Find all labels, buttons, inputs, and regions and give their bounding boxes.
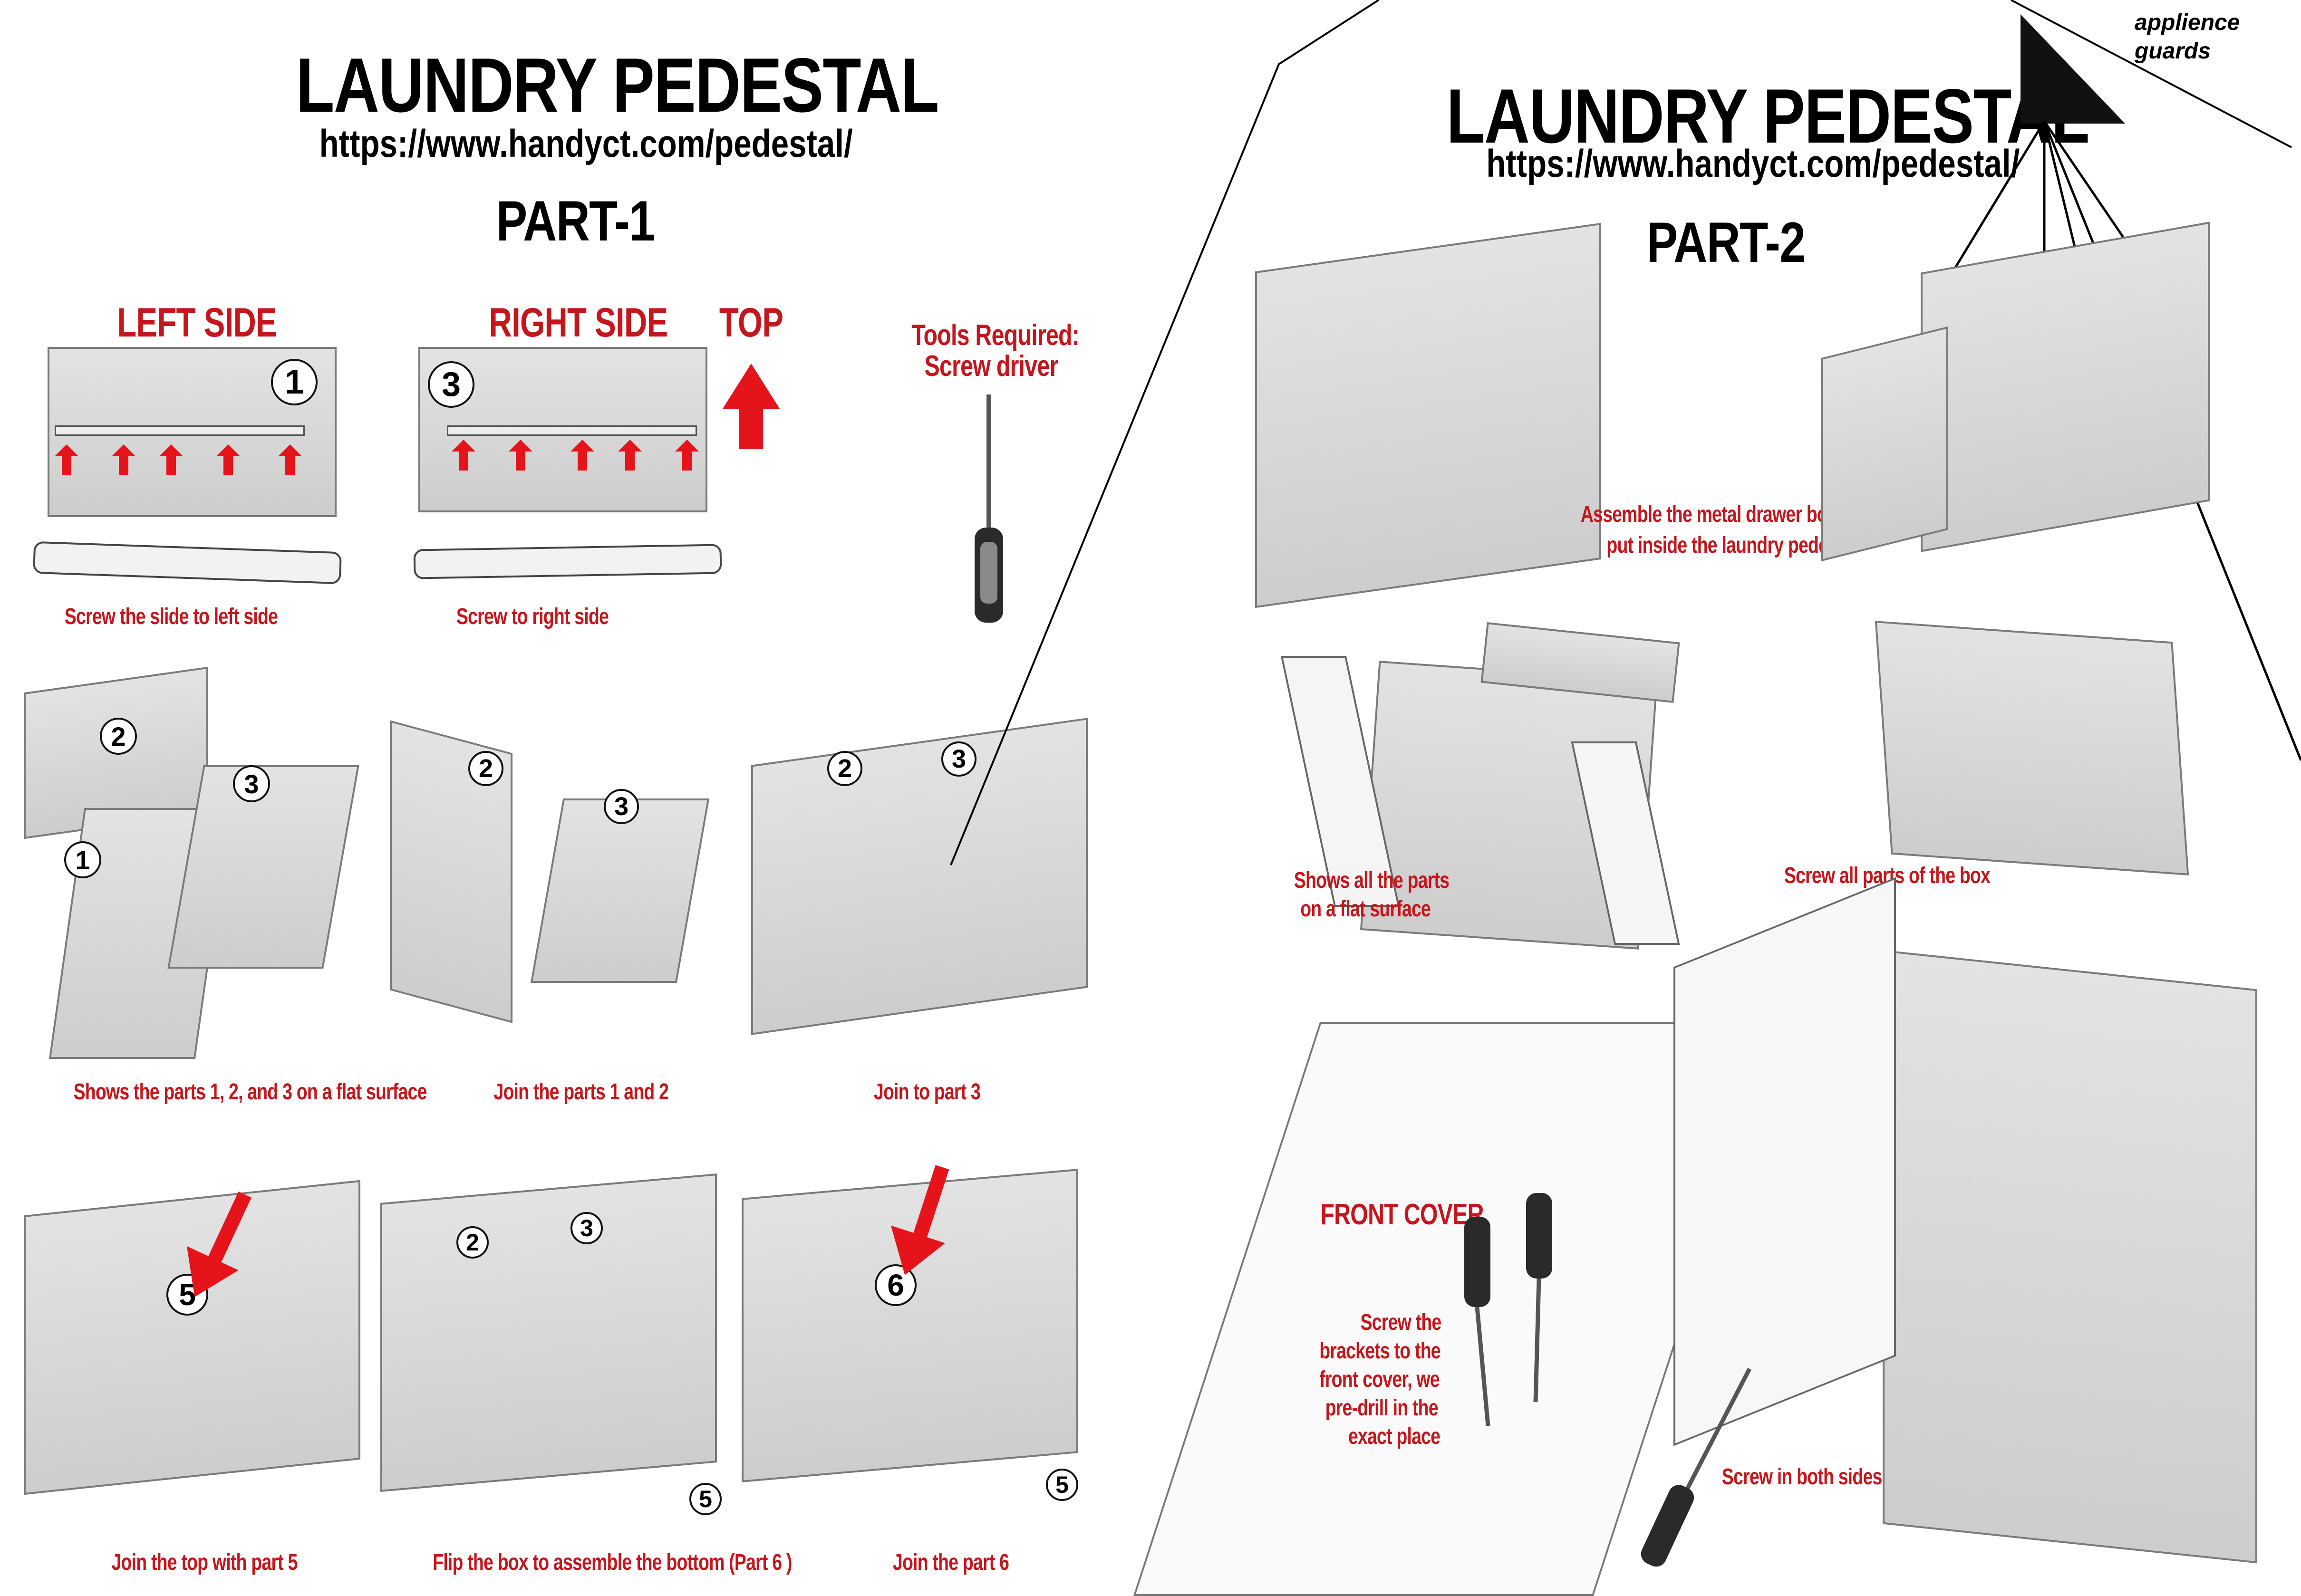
- drawer-front-final: [1673, 877, 1896, 1446]
- part2-url[interactable]: https://www.handyct.com/pedestal/: [1486, 142, 2020, 185]
- caption-flat-1: Shows all the parts: [1294, 868, 1450, 893]
- caption-right-slide: Screw to right side: [456, 604, 609, 629]
- badge-1-flat: 1: [64, 841, 101, 878]
- tools-required: Tools Required:: [911, 319, 1080, 352]
- tools-screwdriver: Screw driver: [924, 350, 1059, 383]
- badge-5-top: 5: [166, 1274, 208, 1316]
- caption-brackets-5: exact place: [1348, 1424, 1441, 1449]
- join-3-panel: [530, 798, 710, 983]
- left-side-label: LEFT SIDE: [117, 300, 277, 346]
- caption-join-6: Join the part 6: [892, 1550, 1009, 1575]
- drawer-front: [1821, 326, 1948, 562]
- screwdrivers-icon: [1464, 1193, 1552, 1426]
- caption-assemble-2: put inside the laundry pedestal: [1606, 533, 1857, 558]
- caption-brackets-4: pre-drill in the: [1325, 1395, 1439, 1421]
- pedestal-with-drawer: [1921, 221, 2210, 552]
- right-slide: [413, 544, 722, 579]
- badge-2-box: 2: [827, 751, 862, 786]
- badge-3-flip: 3: [570, 1212, 603, 1244]
- caption-flat-2: on a flat surface: [1300, 896, 1431, 922]
- right-slide-rail: [447, 425, 697, 436]
- caption-flip: Flip the box to assemble the bottom (Par…: [433, 1550, 792, 1575]
- flip-box: [380, 1173, 717, 1492]
- part1-label: PART-1: [496, 189, 655, 253]
- caption-join-3: Join to part 3: [873, 1079, 981, 1105]
- badge-3: 3: [428, 361, 474, 408]
- caption-assemble-1: Assemble the metal drawer box and: [1580, 502, 1873, 527]
- left-slide-rail: [55, 425, 305, 436]
- caption-brackets-3: front cover, we: [1319, 1367, 1440, 1392]
- caption-join-1-2: Join the parts 1 and 2: [493, 1079, 669, 1105]
- caption-both-sides: Screw in both sides: [1721, 1464, 1883, 1490]
- badge-2-flat: 2: [100, 718, 137, 755]
- badge-2-join: 2: [468, 751, 503, 786]
- badge-6: 6: [875, 1264, 917, 1306]
- top-label: TOP: [719, 300, 783, 346]
- top-box: [24, 1180, 360, 1495]
- caption-left-slide: Screw the slide to left side: [64, 604, 278, 629]
- red-arrow-5: [186, 1192, 251, 1297]
- screwdriver-icon: [975, 394, 1003, 623]
- applience-guards-logo: [2021, 14, 2125, 124]
- logo-text-2: guards: [2135, 38, 2211, 64]
- badge-1: 1: [271, 359, 318, 405]
- assembled-drawer-box: [1875, 621, 2189, 875]
- pedestal-box: [1255, 222, 1601, 608]
- final-pedestal: [1883, 950, 2257, 1564]
- caption-join-top: Join the top with part 5: [111, 1550, 298, 1575]
- part2-label: PART-2: [1646, 211, 1806, 274]
- logo-text-1: applience: [2135, 10, 2240, 35]
- caption-screw-box: Screw all parts of the box: [1784, 863, 1991, 888]
- part1-title: LAUNDRY PEDESTAL: [296, 42, 939, 128]
- badge-2-flip: 2: [456, 1226, 489, 1259]
- join-part3-box: [751, 718, 1088, 1035]
- screwdriver-final-icon: [1641, 1367, 1751, 1567]
- badge-5-part6: 5: [1046, 1469, 1078, 1501]
- badge-3-flat: 3: [233, 765, 270, 802]
- badge-3-box: 3: [941, 741, 976, 777]
- right-side-label: RIGHT SIDE: [489, 300, 668, 346]
- part6-box: [742, 1169, 1078, 1482]
- badge-3-join: 3: [604, 789, 639, 824]
- top-arrow: [723, 364, 780, 449]
- caption-parts-flat: Shows the parts 1, 2, and 3 on a flat su…: [73, 1079, 427, 1105]
- red-arrow-6: [890, 1165, 949, 1275]
- front-cover-label: FRONT COVER: [1320, 1198, 1484, 1231]
- badge-5-flip: 5: [689, 1483, 722, 1515]
- caption-brackets-2: brackets to the: [1319, 1338, 1441, 1364]
- left-slide: [33, 541, 342, 585]
- left-panel-arrows: [55, 444, 302, 475]
- divider-line: [950, 0, 2292, 865]
- right-panel-arrows: [452, 364, 780, 471]
- part1-url[interactable]: https://www.handyct.com/pedestal/: [319, 122, 853, 165]
- caption-brackets-1: Screw the: [1360, 1310, 1442, 1335]
